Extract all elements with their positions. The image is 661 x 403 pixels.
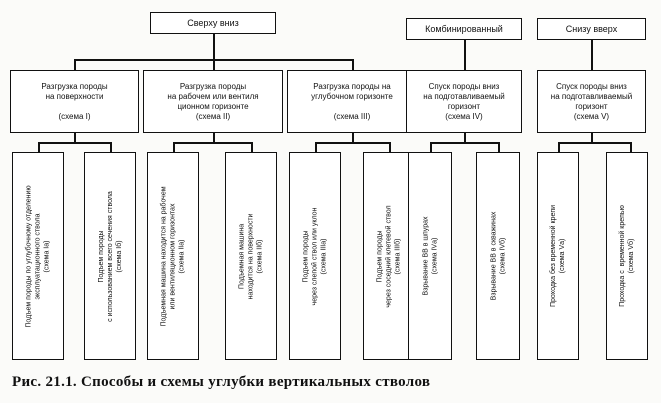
connector	[498, 142, 500, 152]
connector	[591, 40, 593, 71]
leaf-text-5a: Проходка без временной крепи (схема Vа)	[550, 204, 567, 308]
connector	[591, 133, 593, 143]
leaf-text-1b: Подъем породы с использованием всего сеч…	[97, 190, 123, 322]
leaf-box-4a: Взрывание ВВ в шпурах (схема IVа)	[408, 152, 452, 360]
connector	[213, 34, 215, 60]
top-box-kombinirovanny: Комбинированный	[406, 18, 522, 40]
leaf-box-4b: Взрывание ВВ в скважинах (схема IVб)	[476, 152, 520, 360]
leaf-box-5a: Проходка без временной крепи (схема Vа)	[537, 152, 579, 360]
leaf-text-2a: Подъемная машина находится на рабочем ил…	[160, 185, 186, 327]
connector	[173, 142, 175, 152]
connector	[352, 133, 354, 143]
connector	[213, 133, 215, 143]
connector	[74, 133, 76, 143]
leaf-box-2b: Подъемная машина находится на поверхност…	[225, 152, 277, 360]
connector	[251, 142, 253, 152]
leaf-text-5b: Проходка с временной крепью (схема Vб)	[619, 205, 635, 307]
leaf-box-1b: Подъем породы с использованием всего сеч…	[84, 152, 136, 360]
leaf-box-3b: Подъем породы через соседний клетевой ст…	[363, 152, 415, 360]
leaf-text-4a: Взрывание ВВ в шпурах (схема IVа)	[422, 216, 439, 296]
leaf-box-2a: Подъемная машина находится на рабочем ил…	[147, 152, 199, 360]
leaf-box-1a: Подъем породы по углубочному отделению э…	[12, 152, 64, 360]
scheme-box-3: Разгрузка породы на углубочном горизонте…	[287, 70, 417, 133]
connector	[389, 142, 391, 152]
scheme-box-5: Спуск породы вниз на подготавливаемый го…	[537, 70, 646, 133]
connector	[315, 142, 389, 144]
top-box-sverhu-vniz: Сверху вниз	[150, 12, 276, 34]
scheme-box-1: Разгрузка породы на поверхности (схема I…	[10, 70, 139, 133]
connector	[213, 59, 215, 71]
figure-caption: Рис. 21.1. Способы и схемы углубки верти…	[12, 374, 431, 390]
connector	[464, 40, 466, 71]
leaf-text-2b: Подъемная машина находится на поверхност…	[238, 213, 264, 299]
connector	[464, 133, 466, 143]
connector	[74, 59, 76, 71]
connector	[430, 142, 432, 152]
leaf-text-1a: Подъем породы по углубочному отделению э…	[25, 184, 51, 328]
leaf-box-3a: Подъем породы через слепой ствол или укл…	[289, 152, 341, 360]
scheme-box-2: Разгрузка породы на рабочем или вентиля …	[143, 70, 283, 133]
connector	[315, 142, 317, 152]
connector	[430, 142, 498, 144]
connector	[630, 142, 632, 152]
scheme-box-4: Спуск породы вниз на подготавливаемый го…	[406, 70, 522, 133]
leaf-text-3b: Подъем породы через соседний клетевой ст…	[376, 204, 402, 308]
connector	[352, 59, 354, 71]
leaf-text-3a: Подъем породы через слепой ствол или укл…	[302, 207, 328, 305]
top-box-snizu-vverh: Снизу вверх	[537, 18, 646, 40]
leaf-text-4b: Взрывание ВВ в скважинах (схема IVб)	[490, 211, 506, 301]
connector	[38, 142, 40, 152]
connector	[558, 142, 560, 152]
connector	[558, 142, 630, 144]
connector	[110, 142, 112, 152]
connector	[38, 142, 110, 144]
leaf-box-5b: Проходка с временной крепью (схема Vб)	[606, 152, 648, 360]
connector	[173, 142, 251, 144]
